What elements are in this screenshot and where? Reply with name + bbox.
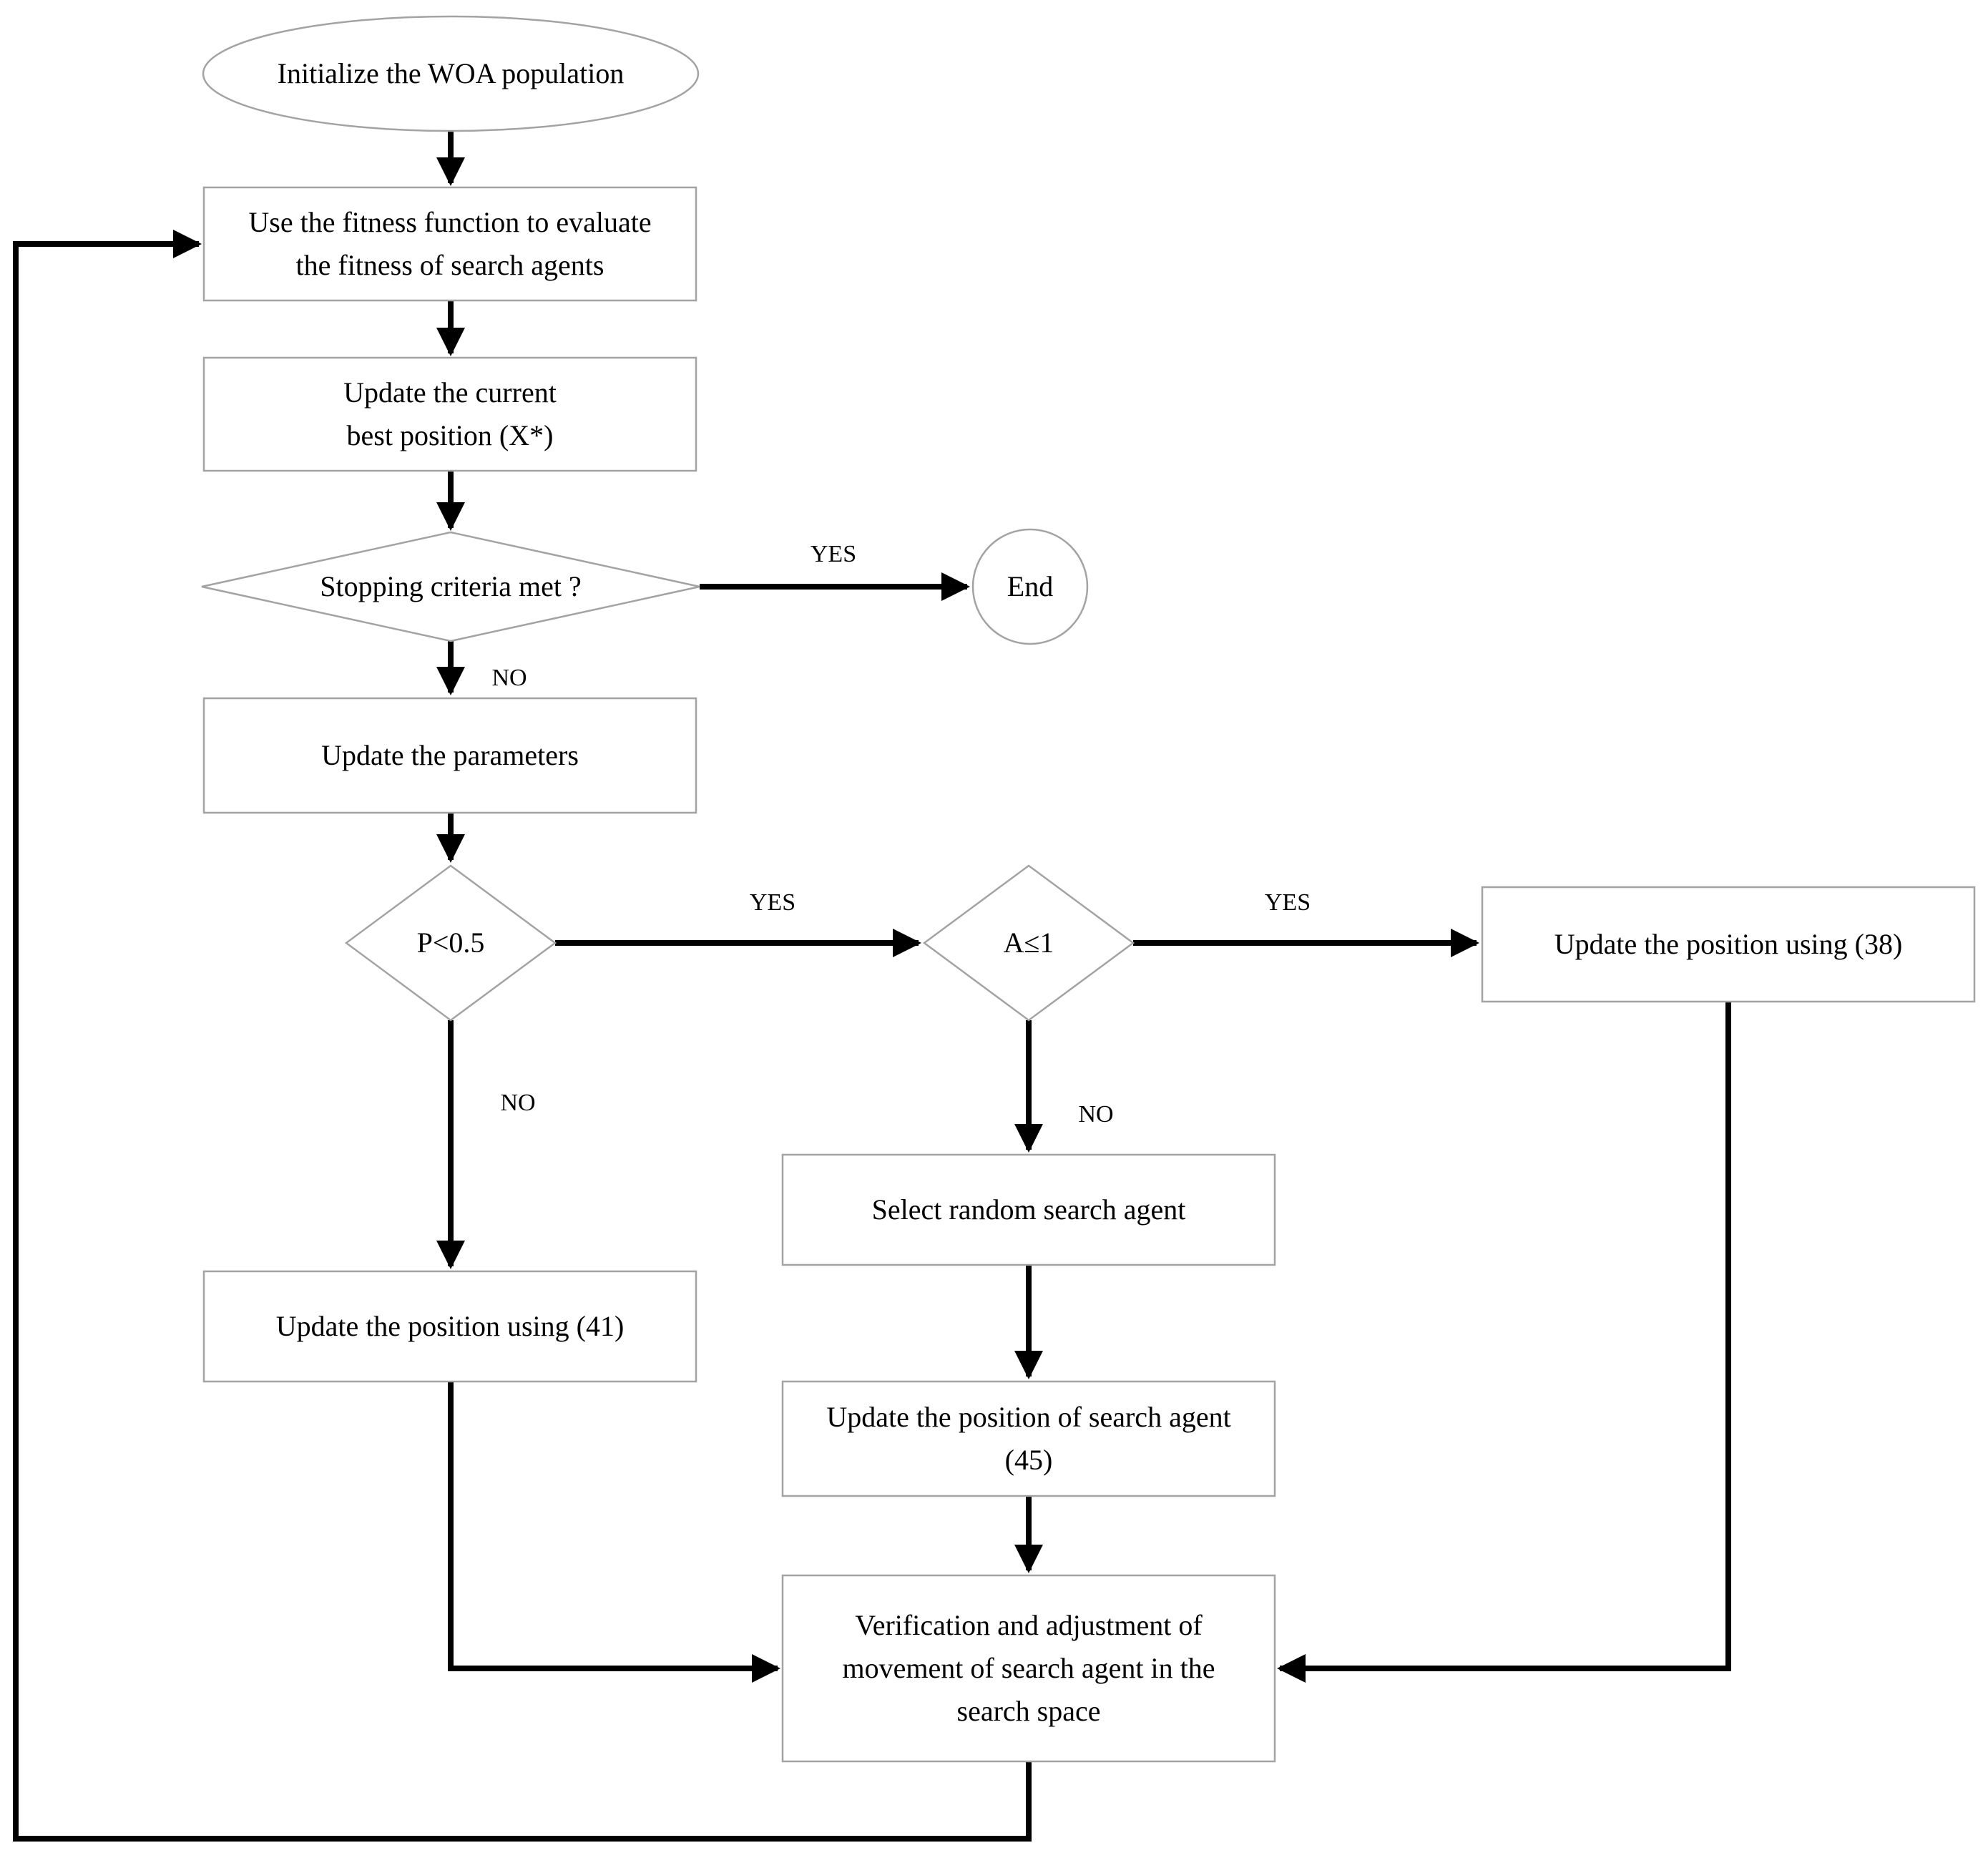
update-parameters-label: Update the parameters bbox=[321, 739, 579, 771]
verification-label: Verification and adjustment of movement … bbox=[842, 1609, 1215, 1727]
p-decision-label: P<0.5 bbox=[416, 926, 485, 959]
select-random-agent-box-shape bbox=[781, 1153, 1276, 1266]
edge-label-p-yes: YES bbox=[749, 889, 796, 916]
edge-label-p-no: NO bbox=[500, 1090, 536, 1116]
select-random-agent-label: Select random search agent bbox=[871, 1193, 1186, 1226]
update-position-38-box-shape bbox=[1481, 886, 1976, 1003]
verification-box-shape bbox=[781, 1574, 1276, 1763]
update-best-position-label: Update the current best position (X*) bbox=[343, 376, 557, 451]
evaluate-fitness-box-shape bbox=[202, 186, 697, 302]
start-terminator-label: Initialize the WOA population bbox=[277, 57, 625, 89]
update-position-45-box-shape bbox=[781, 1380, 1276, 1497]
stopping-criteria-label: Stopping criteria met ? bbox=[320, 570, 582, 602]
edge-verification-loop-to-evaluate bbox=[13, 230, 1032, 1842]
update-position-41-label: Update the position using (41) bbox=[275, 1310, 625, 1342]
a-decision-diamond-shape bbox=[922, 864, 1135, 1022]
edge-label-stopping-no: NO bbox=[491, 665, 527, 691]
end-terminator-label: End bbox=[1007, 570, 1054, 602]
evaluate-fitness-label: Use the fitness function to evaluate the… bbox=[248, 206, 652, 281]
update-position-41-box-shape bbox=[202, 1270, 697, 1383]
update-parameters-box-shape bbox=[202, 697, 697, 814]
edge-update-41-to-verification bbox=[448, 1382, 780, 1683]
update-position-38-label: Update the position using (38) bbox=[1554, 928, 1903, 960]
stopping-criteria-diamond-shape bbox=[201, 531, 700, 642]
p-decision-diamond-shape bbox=[344, 864, 557, 1022]
edge-update-38-to-verification bbox=[1277, 1002, 1731, 1683]
update-best-position-box-shape bbox=[202, 356, 697, 472]
edge-label-stopping-yes: YES bbox=[810, 541, 857, 567]
a-decision-label: A≤1 bbox=[1003, 926, 1054, 959]
end-terminator-shape bbox=[971, 528, 1089, 645]
update-position-45-label: Update the position of search agent (45) bbox=[826, 1401, 1231, 1476]
edge-label-a-yes: YES bbox=[1264, 889, 1311, 916]
start-terminator-shape bbox=[202, 15, 700, 132]
edge-label-a-no: NO bbox=[1078, 1101, 1114, 1128]
